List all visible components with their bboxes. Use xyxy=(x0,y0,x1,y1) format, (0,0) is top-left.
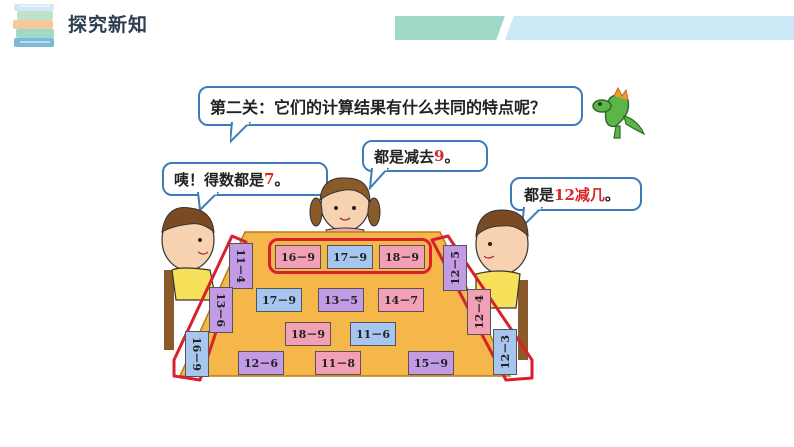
card-table-7[interactable]: 11－8 xyxy=(315,351,361,375)
question-bubble: 第二关：它们的计算结果有什么共同的特点呢？ xyxy=(198,86,583,126)
speech-bubble-left-tail xyxy=(196,192,220,212)
card-table-2[interactable]: 13－5 xyxy=(318,288,364,312)
card-right-2[interactable]: 12－4 xyxy=(467,289,491,335)
card-table-4[interactable]: 18－9 xyxy=(285,322,331,346)
card-table-1[interactable]: 17－9 xyxy=(256,288,302,312)
bubble-right-suffix: 。 xyxy=(604,185,620,204)
bubble-left-emphasis: 7 xyxy=(264,170,275,188)
card-left-3[interactable]: 16－9 xyxy=(185,331,209,377)
bubble-right-text: 都是 xyxy=(524,185,555,204)
question-bubble-tail xyxy=(230,122,252,144)
question-text: 第二关：它们的计算结果有什么共同的特点呢？ xyxy=(210,98,547,117)
header-decoration-green xyxy=(395,16,505,40)
bubble-left-suffix: 。 xyxy=(274,170,290,189)
page-title: 探究新知 xyxy=(68,14,149,36)
header-decoration-blue xyxy=(505,16,794,40)
speech-bubble-right-tail xyxy=(520,207,544,229)
card-left-1[interactable]: 11－4 xyxy=(229,243,253,289)
card-table-3[interactable]: 14－7 xyxy=(378,288,424,312)
bubble-middle-text: 都是减去 xyxy=(374,147,435,166)
card-table-5[interactable]: 11－6 xyxy=(350,322,396,346)
card-top-1[interactable]: 16－9 xyxy=(275,245,321,269)
highlight-frame-left-column xyxy=(172,234,248,382)
card-table-8[interactable]: 15－9 xyxy=(408,351,454,375)
books-logo-icon xyxy=(13,4,54,47)
card-table-6[interactable]: 12－6 xyxy=(238,351,284,375)
left-boy-illustration xyxy=(161,207,217,350)
card-top-3[interactable]: 18－9 xyxy=(379,245,425,269)
card-right-3[interactable]: 12－3 xyxy=(493,329,517,375)
highlight-frame-top-row xyxy=(268,238,432,274)
card-left-2[interactable]: 13－6 xyxy=(209,287,233,333)
speech-bubble-middle-tail xyxy=(368,168,390,190)
bubble-left-text: 咦！得数都是 xyxy=(174,170,265,189)
bubble-middle-emphasis: 9 xyxy=(434,147,445,165)
bubble-right-emphasis: 12减几 xyxy=(554,185,605,204)
card-right-1[interactable]: 12－5 xyxy=(443,245,467,291)
card-top-2[interactable]: 17－9 xyxy=(327,245,373,269)
dinosaur-mascot-icon xyxy=(592,86,646,139)
bubble-middle-suffix: 。 xyxy=(444,147,460,166)
